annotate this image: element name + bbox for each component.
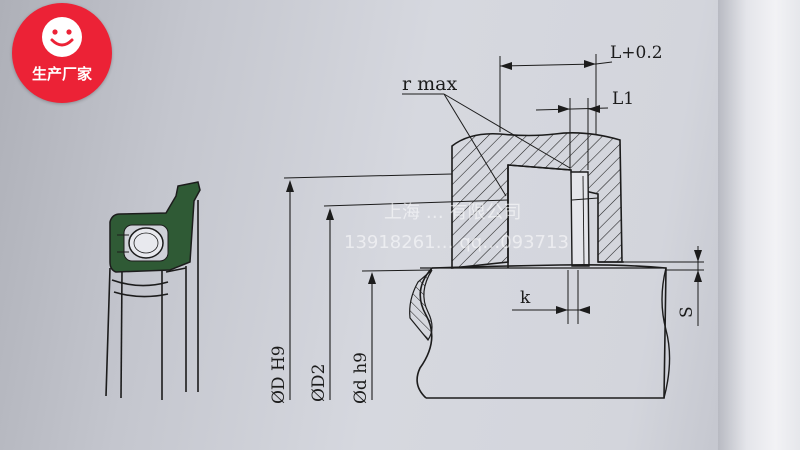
- seal-housing-lines: [105, 200, 199, 400]
- label-L-tolerance: L+0.2: [610, 43, 663, 63]
- page-binding-edge: [718, 0, 800, 450]
- ext-line-D2: [323, 199, 509, 207]
- ext-line-D: [283, 173, 453, 179]
- label-d: Ød h9: [351, 352, 371, 404]
- rod-break-section: [409, 269, 433, 342]
- rod-body: [426, 264, 667, 399]
- groove-assembly: [283, 54, 704, 400]
- label-D: ØD H9: [269, 345, 289, 404]
- ext-line-d: [361, 269, 433, 272]
- watermark-company: 上海 … 有限公司: [384, 202, 521, 223]
- watermark: 上海 … 有限公司 13918261… qq…093713: [344, 202, 569, 253]
- seal-cross-section: [105, 181, 201, 400]
- manufacturer-badge: 生产厂家: [12, 3, 112, 103]
- label-rmax: r max: [402, 73, 457, 95]
- badge-label: 生产厂家: [31, 65, 92, 83]
- label-D2: ØD2: [309, 364, 329, 402]
- watermark-contact: 13918261… qq…093713: [344, 232, 569, 253]
- dim-line-L: [499, 63, 597, 67]
- smiley-face-icon: [42, 17, 82, 57]
- seal-lip-insert: [570, 171, 590, 267]
- dimension-labels: r max L+0.2 L1 k S ØD H9 ØD2 Ød h9: [269, 43, 697, 404]
- label-S: S: [677, 306, 697, 318]
- label-L1: L1: [612, 89, 634, 109]
- housing-section: [451, 132, 623, 269]
- label-k: k: [520, 288, 531, 308]
